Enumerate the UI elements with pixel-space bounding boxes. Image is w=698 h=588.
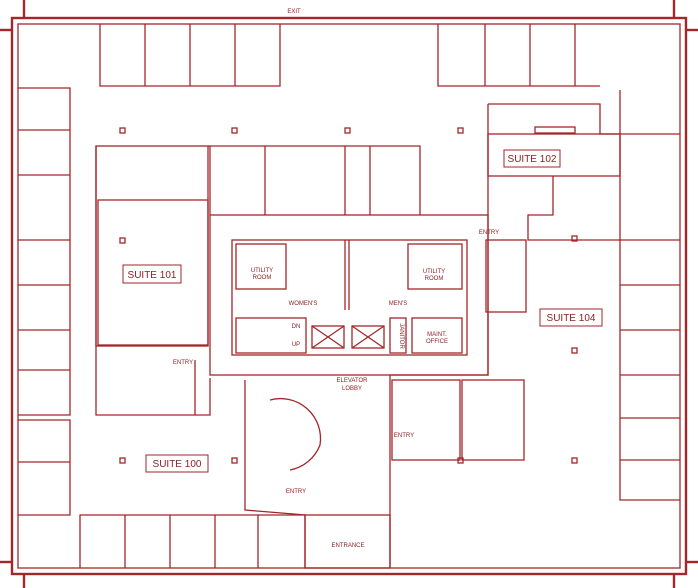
- entry-suite-104-label: ENTRY: [479, 230, 499, 236]
- stair-up-label: UP: [292, 342, 300, 348]
- utility-room-left-line1: UTILITY: [251, 268, 273, 274]
- utility-room-right-line2: ROOM: [425, 276, 444, 282]
- maint-office-line1: MAINT.: [427, 332, 447, 338]
- perimeter-offices: [18, 24, 680, 568]
- suite-100: [195, 378, 391, 569]
- suite-102-label: SUITE 102: [508, 154, 557, 165]
- utility-room-right-line1: UTILITY: [423, 269, 445, 275]
- stair-dn-label: DN: [292, 324, 301, 330]
- mens-restroom-label: MEN'S: [389, 301, 407, 307]
- suite-102-104: [389, 103, 680, 568]
- suite-101: [95, 145, 421, 416]
- exit-label: EXIT: [287, 9, 301, 15]
- entry-east-label: ENTRY: [394, 433, 414, 439]
- womens-restroom-label: WOMEN'S: [289, 301, 318, 307]
- core: [209, 214, 489, 376]
- maint-office-line2: OFFICE: [426, 339, 448, 345]
- suite-101-label: SUITE 101: [128, 270, 177, 281]
- elevator-lobby-line1: ELEVATOR: [336, 378, 368, 384]
- entry-suite-101-label: ENTRY: [173, 360, 193, 366]
- elevator-lobby-line2: LOBBY: [342, 386, 362, 392]
- janitor-label: JANITOR: [398, 323, 404, 349]
- suite-104-label: SUITE 104: [547, 313, 596, 324]
- columns: [119, 127, 578, 464]
- suite-100-label: SUITE 100: [153, 459, 202, 470]
- entrance-label: ENTRANCE: [331, 543, 364, 549]
- utility-room-left-line2: ROOM: [253, 275, 272, 281]
- entry-suite-100-label: ENTRY: [286, 489, 306, 495]
